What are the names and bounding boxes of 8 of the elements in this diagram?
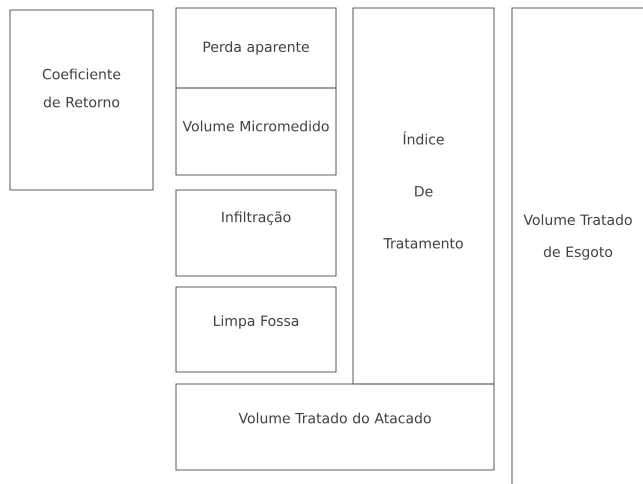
text-box: Volume Tratado do Atacado bbox=[176, 384, 494, 470]
text-box: Infiltração bbox=[176, 190, 336, 276]
text-box: Volume Micromedido bbox=[176, 88, 336, 176]
text-box: Índice De Tratamento bbox=[352, 8, 494, 384]
text-box: Coeficiente de Retorno bbox=[10, 10, 154, 190]
text-box: Volume Tratado de Esgoto bbox=[512, 8, 643, 484]
text-box: Perda aparente bbox=[176, 8, 336, 88]
text-box: Limpa Fossa bbox=[176, 286, 336, 372]
